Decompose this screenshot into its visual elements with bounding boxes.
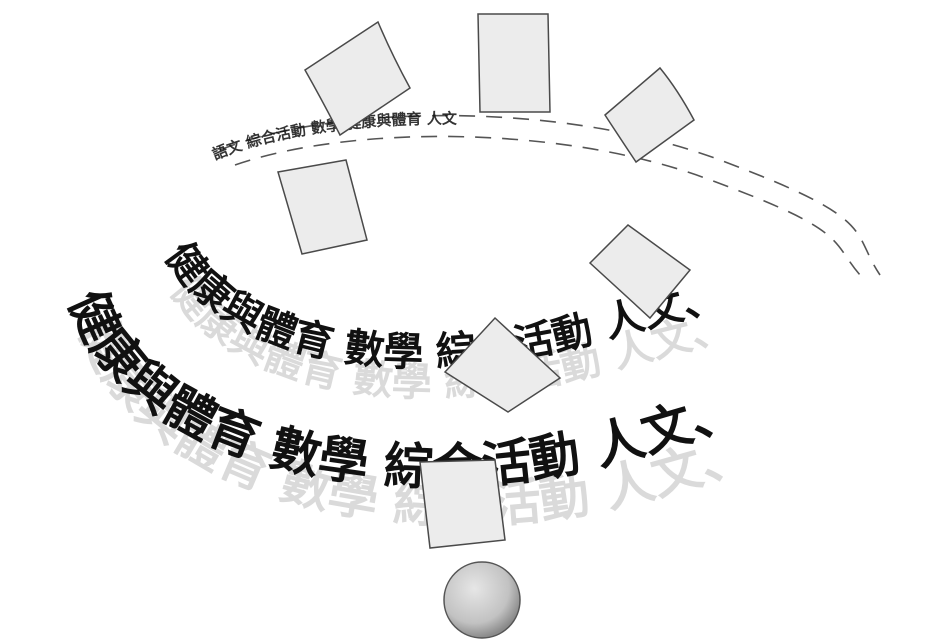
- sphere-icon: [443, 561, 521, 639]
- far-dashed-arc-2: [234, 135, 861, 276]
- tile-icon: [588, 224, 692, 320]
- tile-icon: [443, 316, 562, 413]
- tile-icon: [304, 20, 411, 137]
- tile-icon: [419, 459, 506, 549]
- tile-icon: [604, 66, 695, 164]
- tile-icon: [277, 159, 368, 255]
- tile-icon: [477, 13, 551, 113]
